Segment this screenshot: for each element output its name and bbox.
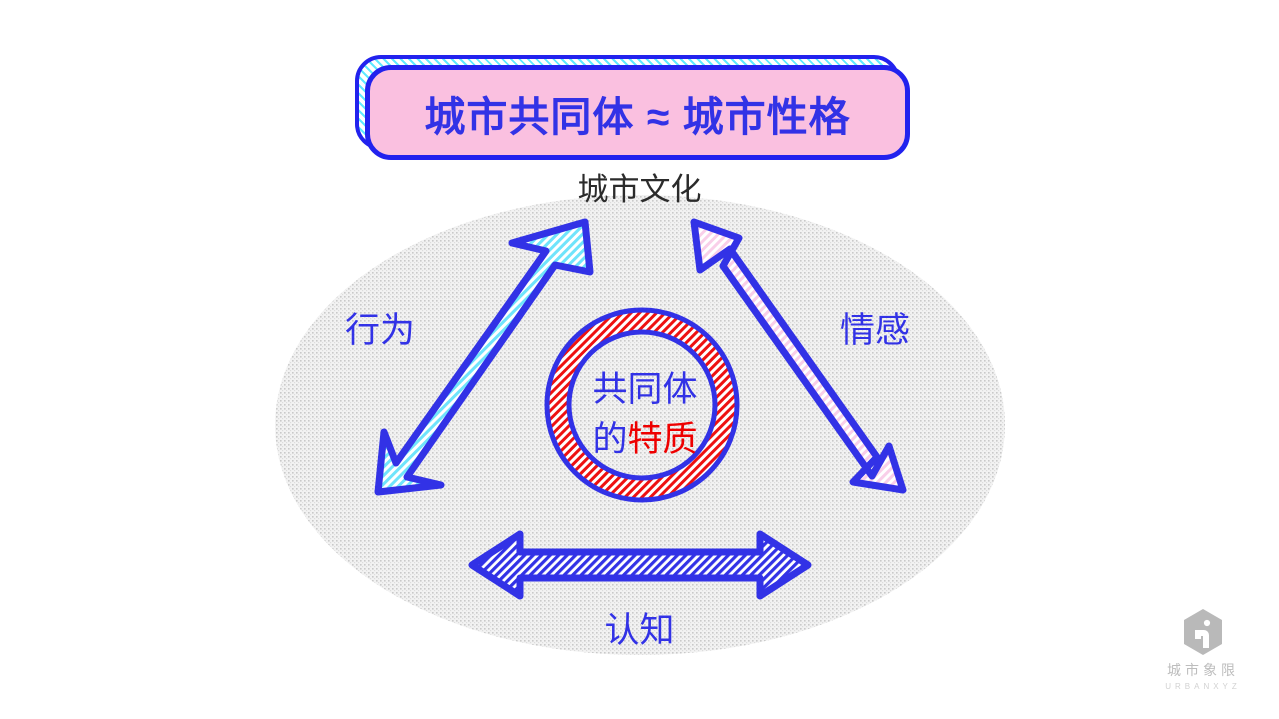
label-city-culture: 城市文化 [577,172,702,207]
center-ring-text: 共同体 的特质 [545,365,745,465]
arrow-behavior [374,218,594,496]
center-text-line-1: 共同体 [592,370,698,409]
center-text-prefix: 的 [592,420,628,459]
backdrop-ellipse [275,195,1005,655]
center-ring [544,307,740,503]
logo-name-en: URBANXYZ [1165,682,1241,691]
center-text-line-2: 的特质 [545,415,745,465]
title-banner-box: 城市共同体 ≈ 城市性格 [365,65,910,160]
brand-logo: 城市象限 URBANXYZ [1148,608,1258,704]
label-behavior: 行为 [345,311,416,350]
center-text-accent: 特质 [627,420,698,459]
label-cognition: 认知 [604,611,675,650]
hexagon-logo-icon [1184,609,1222,655]
label-emotion: 情感 [840,311,911,350]
title-banner-text: 城市共同体 ≈ 城市性格 [424,93,851,140]
title-banner: 城市共同体 ≈ 城市性格 [355,55,910,160]
logo-name-cn: 城市象限 [1167,662,1239,678]
arrow-emotion [690,218,907,494]
arrow-cognition [468,530,812,600]
